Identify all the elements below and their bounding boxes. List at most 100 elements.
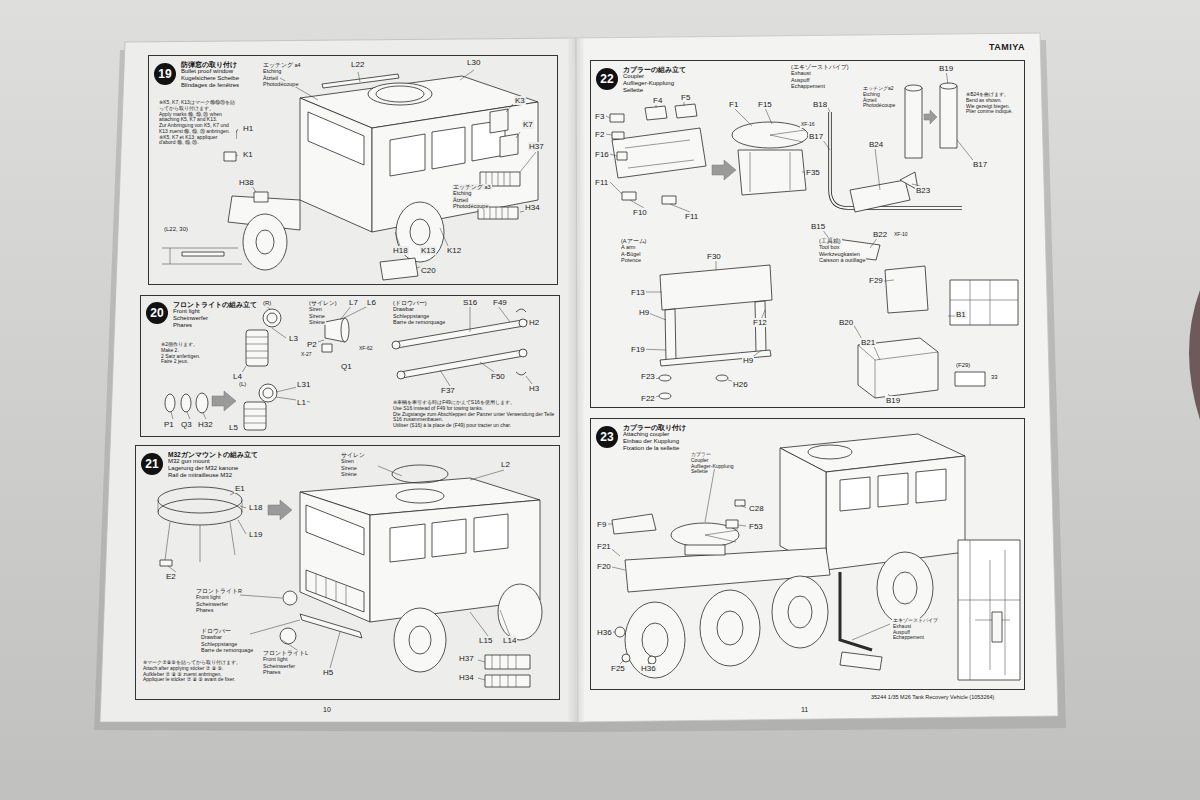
callout-text: 35244 1/35 M26 Tank Recovery Vehicle (10… xyxy=(870,694,995,700)
part-drawing xyxy=(224,152,236,161)
truck-drawing xyxy=(485,675,530,687)
part-number: L14 xyxy=(502,636,517,645)
callout-text: XF-62 xyxy=(358,346,374,352)
callout-text: XF-16 xyxy=(800,122,816,128)
truck-drawing xyxy=(390,524,425,562)
coupler-drawing xyxy=(662,196,676,204)
part-number: B22 xyxy=(872,230,888,239)
right-page xyxy=(576,33,1058,722)
coupler-drawing xyxy=(622,192,636,200)
truck-drawing xyxy=(283,591,297,605)
step-number: 19 xyxy=(154,63,176,85)
gun-mount-drawing xyxy=(158,487,292,566)
front-light-drawing xyxy=(181,394,191,412)
coupler-drawing xyxy=(770,130,805,142)
step-number-text: 19 xyxy=(158,68,171,80)
part-number: B19 xyxy=(885,396,901,405)
callout-text: Zur Anbringung von K5, K7 und K13 zuerst… xyxy=(158,123,236,135)
callout-text: Sirène xyxy=(340,471,358,477)
truck-drawing xyxy=(958,540,1020,680)
part-number: B18 xyxy=(812,100,828,109)
part-number: B20 xyxy=(838,318,854,327)
part-number: F50 xyxy=(490,372,506,381)
truck-drawing xyxy=(492,655,516,669)
part-number: F4 xyxy=(652,96,663,105)
part-number: F1 xyxy=(728,100,739,109)
coupler-drawing xyxy=(645,106,667,120)
truck-drawing xyxy=(432,519,466,557)
leader-line xyxy=(608,466,890,664)
right-page xyxy=(576,33,1058,722)
part-number: H9 xyxy=(742,356,754,365)
part-number: B24 xyxy=(868,140,884,149)
coupler-drawing xyxy=(738,150,806,195)
heading-text: Attaching coupler xyxy=(623,431,686,438)
part-drawing xyxy=(162,248,242,264)
part-number: L18 xyxy=(248,503,263,512)
truck-drawing xyxy=(306,505,364,555)
a-arm-drawing xyxy=(659,375,671,381)
part-number: L5 xyxy=(228,423,239,432)
part-number: H38 xyxy=(238,178,255,187)
truck-drawing xyxy=(432,127,465,169)
part-number: H37 xyxy=(528,142,545,151)
truck-drawing xyxy=(992,612,1002,642)
part-number: H34 xyxy=(458,673,475,682)
heading-text: M32 gun mount xyxy=(168,458,258,465)
part-drawing xyxy=(182,252,224,256)
part-number: F10 xyxy=(632,208,648,217)
part-number: F9 xyxy=(596,520,607,529)
truck-drawing xyxy=(306,570,364,612)
part-number: L2 xyxy=(500,460,511,469)
part-number: F22 xyxy=(640,394,656,403)
truck-drawing xyxy=(840,652,882,670)
front-light-drawing xyxy=(196,393,208,413)
truck-drawing xyxy=(390,134,425,176)
part-number: F2 xyxy=(594,130,605,139)
truck-drawing xyxy=(612,514,656,534)
part-number: F20 xyxy=(596,562,612,571)
truck-drawing xyxy=(409,626,431,654)
leader-line xyxy=(236,70,536,268)
truck-drawing xyxy=(316,574,346,606)
leader-line xyxy=(168,466,510,680)
front-light-drawing xyxy=(263,309,281,327)
part-drawing xyxy=(254,192,268,202)
heading-text: Sellette xyxy=(623,87,686,94)
part-number: F5 xyxy=(680,93,691,102)
a-arm-drawing xyxy=(659,393,671,399)
part-number: L3 xyxy=(288,334,299,343)
callout-text: Echappement xyxy=(790,83,826,89)
callout-text: Sellette xyxy=(690,469,709,475)
callout-text: Photodécoupe xyxy=(262,81,299,87)
step-panel: 防弾窓の取り付けBullet proof windowKugelsichere … xyxy=(148,55,558,285)
part-number: L19 xyxy=(248,530,263,539)
coupler-drawing xyxy=(612,128,706,178)
step-heading: M32ガンマウントの組み立てM32 gun mountLagerung der … xyxy=(168,451,258,479)
part-number: B17 xyxy=(808,132,824,141)
drawbar-drawing xyxy=(516,372,526,375)
drawbar-drawing xyxy=(516,309,526,312)
part-number: H36 xyxy=(640,664,657,673)
part-number: F3 xyxy=(594,112,605,121)
part-number: F37 xyxy=(440,386,456,395)
siren-drawing xyxy=(322,318,349,352)
callout-text: Apply marks ⑱, ⑲, ⑳ when attaching K5, K… xyxy=(158,112,236,124)
truck-drawing xyxy=(826,456,965,570)
callout-text: Echappement xyxy=(892,635,925,641)
truck-drawing xyxy=(735,500,745,506)
drawbar-drawing xyxy=(392,341,400,349)
coupler-drawing xyxy=(750,152,790,192)
coupler-drawing xyxy=(732,122,808,148)
part-number: H32 xyxy=(197,420,214,429)
truck-drawing xyxy=(498,584,542,640)
truck-drawing xyxy=(788,596,812,628)
truck-drawing xyxy=(410,219,430,245)
part-number: B15 xyxy=(810,222,826,231)
part-number: F25 xyxy=(610,664,626,673)
part-number: H34 xyxy=(524,203,541,212)
left-page xyxy=(100,38,578,722)
truck-drawing xyxy=(243,214,287,270)
truck-drawing xyxy=(392,465,448,483)
